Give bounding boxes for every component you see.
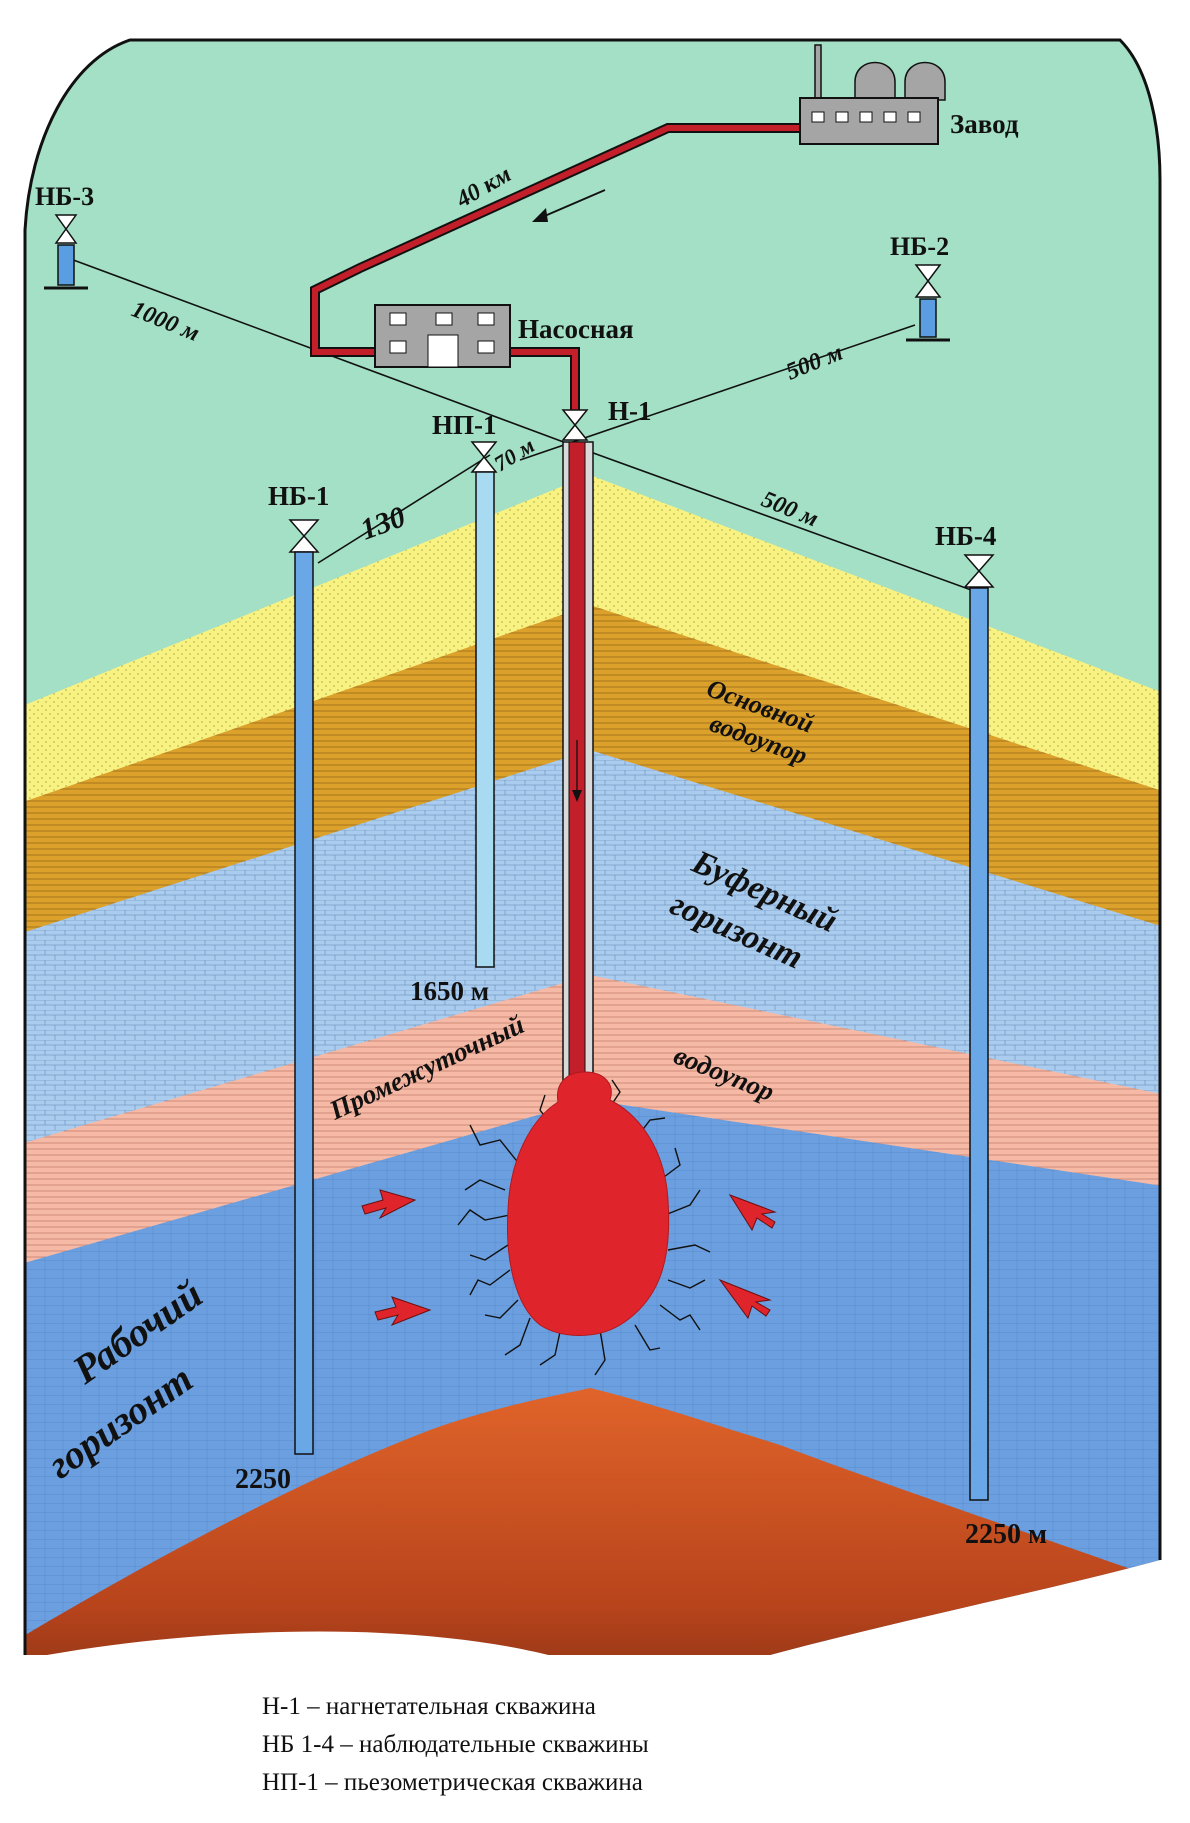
well-nb2 (906, 264, 950, 342)
h1-label: Н-1 (608, 396, 652, 426)
flow-arrow (532, 189, 606, 222)
nb1-depth: 2250 (235, 1464, 291, 1495)
section-outline (23, 38, 1162, 1655)
basement-rock (25, 1388, 1160, 1655)
spread-arrows (361, 1189, 777, 1327)
well-h1 (561, 409, 594, 1083)
well-nb3 (44, 214, 88, 290)
well-nb4 (963, 554, 995, 1501)
pump-station-building (374, 304, 511, 368)
legend-area (20, 1605, 1190, 1823)
legend-item-np: НП-1 – пьезометрическая скважина (262, 1769, 643, 1796)
np1-label: НП-1 (432, 410, 497, 440)
plant-label: Завод (950, 109, 1019, 139)
nb4-depth: 2250 м (965, 1519, 1047, 1550)
well-np1 (470, 441, 498, 968)
plant-building (799, 44, 946, 145)
nb3-label: НБ-3 (35, 182, 94, 211)
pump-station-label: Насосная (518, 314, 634, 344)
nb2-label: НБ-2 (890, 232, 949, 261)
legend-item-nb: НБ 1-4 – наблюдательные скважины (262, 1731, 649, 1758)
nb4-label: НБ-4 (935, 521, 996, 551)
legend: Н-1 – нагнетательная скважина НБ 1-4 – н… (262, 1688, 862, 1802)
waste-plume (457, 1071, 711, 1376)
legend-item-h1: Н-1 – нагнетательная скважина (262, 1693, 596, 1720)
nb1-label: НБ-1 (268, 481, 329, 511)
np1-depth: 1650 м (410, 976, 489, 1006)
well-nb1 (288, 519, 320, 1455)
pipeline (310, 123, 803, 415)
